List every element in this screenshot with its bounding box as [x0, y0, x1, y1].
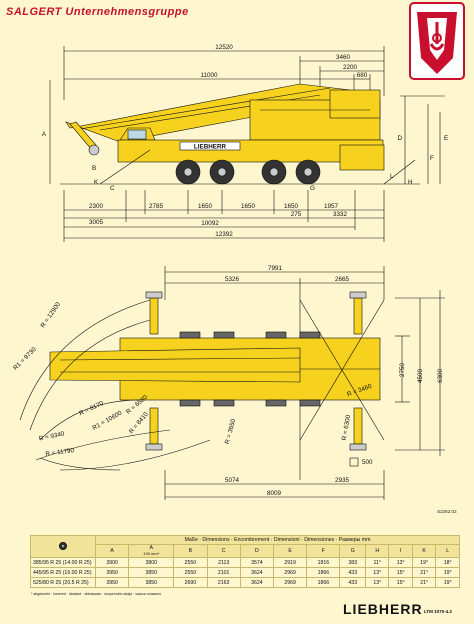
- dim-6300: 6300: [437, 369, 444, 384]
- dim-2785: 2785: [149, 203, 164, 210]
- dim-3332: 3332: [333, 211, 348, 218]
- letter-A: A: [42, 131, 47, 138]
- dim-2300: 2300: [89, 203, 104, 210]
- letter-H: H: [408, 179, 413, 186]
- dim-11000: 11000: [200, 72, 218, 79]
- dim-2200: 2200: [343, 64, 358, 71]
- col-header: A: [94, 544, 130, 558]
- dim-5326: 5326: [225, 276, 240, 283]
- dim-12392: 12392: [215, 231, 233, 238]
- col-header: I: [388, 544, 413, 558]
- letter-C: C: [110, 185, 115, 192]
- dim-3460: 3460: [336, 54, 351, 61]
- dim-1650-a: 1650: [198, 203, 213, 210]
- radius-6300: R = 6300: [341, 414, 352, 441]
- dim-680: 680: [357, 72, 368, 79]
- dim-3005: 3005: [89, 219, 104, 226]
- table-row: 525/80 R 25 (20.5 R 25) 3950 3850 2690 2…: [30, 577, 460, 588]
- dim-2665: 2665: [335, 276, 350, 283]
- letter-K: K: [94, 179, 99, 186]
- radius-11790: R = 11790: [45, 447, 75, 458]
- page-header: SALGERT Unternehmensgruppe: [0, 0, 474, 24]
- liebherr-logo: LIEBHERR: [343, 601, 423, 617]
- radius-8170: R = 8170: [78, 400, 105, 417]
- radius-3650: R = 3650: [224, 418, 238, 445]
- dim-12520: 12520: [215, 44, 233, 51]
- dim-8009: 8009: [267, 490, 282, 497]
- dim-1957: 1957: [324, 203, 339, 210]
- wheels: [175, 159, 321, 185]
- dim-4500: 4500: [417, 369, 424, 384]
- model-label: LTM 1070-4.2: [424, 609, 452, 614]
- letter-D: D: [397, 135, 402, 142]
- col-header: B: [173, 544, 208, 558]
- tyre-header: [30, 535, 96, 558]
- dim-2750: 2750: [399, 363, 406, 378]
- dim-10092: 10092: [201, 220, 219, 227]
- side-view-labels: 12520 11000 3460 2200 680 2300 3005 2785…: [42, 44, 448, 238]
- col-header: K: [411, 544, 437, 558]
- outrigger-pad-size: 500: [362, 459, 373, 466]
- dim-275: 275: [291, 211, 302, 218]
- letter-E: E: [444, 135, 448, 142]
- salgert-logo: [409, 2, 465, 80]
- col-header: F: [306, 544, 341, 558]
- company-brand: SALGERT Unternehmensgruppe: [6, 6, 189, 18]
- table-top-header: Maße · Dimensions · Encombrement · Dimen…: [95, 535, 460, 545]
- letter-B: B: [92, 165, 96, 172]
- dim-1650-b: 1650: [241, 203, 256, 210]
- dim-1650-c: 1650: [284, 203, 299, 210]
- col-header: H: [365, 544, 390, 558]
- dimensions-table: Maße · Dimensions · Encombrement · Dimen…: [30, 535, 460, 588]
- radius-12900: R = 12900: [40, 301, 63, 329]
- side-view: LIEBHERR: [49, 46, 445, 242]
- table-footnote: * abgesenkt · lowered · abaissé · abbass…: [31, 592, 162, 596]
- dim-5074: 5074: [225, 477, 240, 484]
- col-header: D: [239, 544, 275, 558]
- radius-10600: R1 = 10600: [91, 409, 123, 432]
- radius-9730: R1 = 9730: [12, 346, 38, 372]
- col-header: L: [435, 544, 460, 558]
- dim-2935: 2935: [335, 477, 350, 484]
- letter-G: G: [310, 185, 315, 192]
- table-row: 385/95 R 25 (14.00 R 25) 3900 3800 2550 …: [30, 557, 460, 568]
- dim-7991: 7991: [268, 265, 283, 272]
- col-header: G: [339, 544, 367, 558]
- letter-F: F: [430, 155, 434, 162]
- cab-text: LIEBHERR: [194, 144, 227, 151]
- top-view: [19, 266, 445, 500]
- radius-9340: R = 9340: [38, 430, 65, 442]
- drawing-code: S2262.02: [437, 509, 457, 514]
- letter-L: L: [390, 173, 394, 180]
- tyre-icon: [59, 541, 67, 550]
- col-header: E: [272, 544, 308, 558]
- table-row: 445/95 R 25 (16.00 R 25) 3950 3850 2550 …: [30, 567, 460, 578]
- col-header: C: [206, 544, 241, 558]
